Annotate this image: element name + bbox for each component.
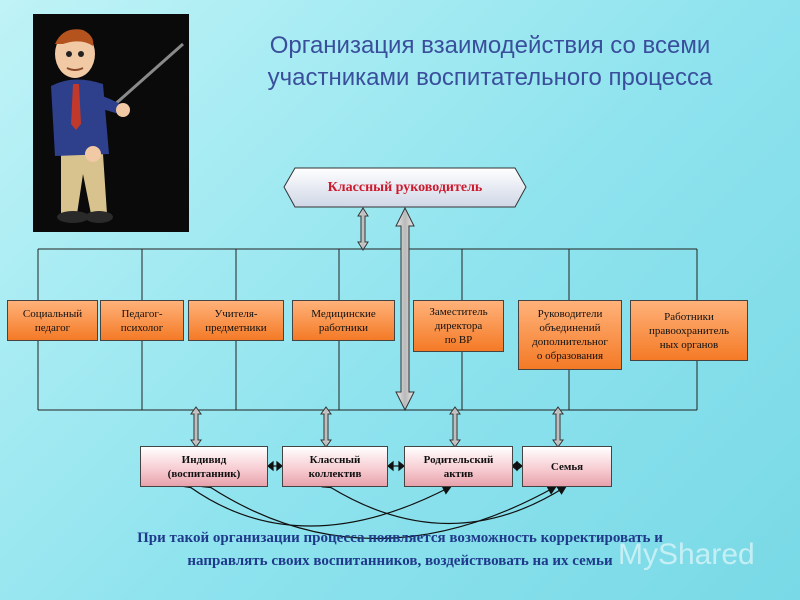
participant-horizontal-arrows [267,460,523,472]
presenter-illustration [33,14,189,232]
staff-label-line: объединений [539,322,601,334]
staff-label-line: правоохранитель [649,324,729,337]
staff-label-line: предметники [205,321,267,334]
staff-label-line: работники [318,321,369,334]
family-link-arrow [552,406,564,448]
participant-label-line: Классный [309,453,361,466]
class-leader-label: Классный руководитель [327,179,483,195]
individual-link-arrow [190,406,202,448]
slide-title-line-1: Организация взаимодействия со всеми [269,32,711,59]
parents-link-arrow [449,406,461,448]
participant-curved-arrows [181,478,568,540]
staff-box-medical: Медицинские работники [292,300,395,341]
participant-label-line: Индивид [181,453,227,466]
staff-box-law-enforcement: Работники правоохранитель ных органов [630,300,748,361]
staff-label-line: дополнительног [532,336,608,348]
leader-main-arrow [395,206,415,412]
staff-label-line: директора [434,320,483,332]
conclusion-note-line-2: направлять своих воспитанников, воздейст… [187,553,613,569]
staff-label-line: Учителя- [214,307,258,320]
participant-box-parents: Родительский актив [404,446,513,487]
staff-label-line: Руководители [537,308,603,320]
staff-label-line: Медицинские [311,307,376,320]
participant-label-line: Родительский [423,453,494,466]
participant-label-line: коллектив [308,467,362,480]
participant-label-line: (воспитанник) [167,467,241,480]
leader-link-arrow [357,207,369,251]
staff-label-line: Социальный [22,307,83,320]
participant-label-line: Семья [550,460,584,473]
participant-box-individual: Индивид (воспитанник) [140,446,268,487]
staff-box-extra-education: Руководители объединений дополнительног … [518,300,622,370]
staff-label-line: психолог [120,321,164,334]
staff-label-line: Работники [664,310,714,323]
staff-box-psychologist: Педагог- психолог [100,300,184,341]
conclusion-note-line-1: При такой организации процесса появляетс… [137,530,663,546]
staff-label-line: о образования [536,350,604,362]
staff-box-deputy-director: Заместитель директора по ВР [413,300,504,352]
slide-title: Организация взаимодействия со всеми учас… [215,30,765,94]
slide-title-line-2: участниками воспитательного процесса [267,64,713,91]
participant-label-line: актив [443,467,474,480]
staff-label-line: по ВР [444,334,473,346]
staff-label-line: ных органов [659,338,719,351]
watermark-logo: MyShared [618,538,755,571]
presenter-figure-icon [51,29,184,223]
conclusion-note: При такой организации процесса появляетс… [30,527,770,573]
staff-label-line: Заместитель [429,306,488,318]
class-leader-shape [283,167,527,208]
participant-box-family: Семья [522,446,612,487]
collective-link-arrow [320,406,332,448]
staff-label-line: педагог [34,321,71,334]
class-leader-box: Классный руководитель [283,167,527,208]
staff-box-subject-teachers: Учителя- предметники [188,300,284,341]
staff-box-social: Социальный педагог [7,300,98,341]
staff-label-line: Педагог- [121,307,163,320]
participant-box-collective: Классный коллектив [282,446,388,487]
